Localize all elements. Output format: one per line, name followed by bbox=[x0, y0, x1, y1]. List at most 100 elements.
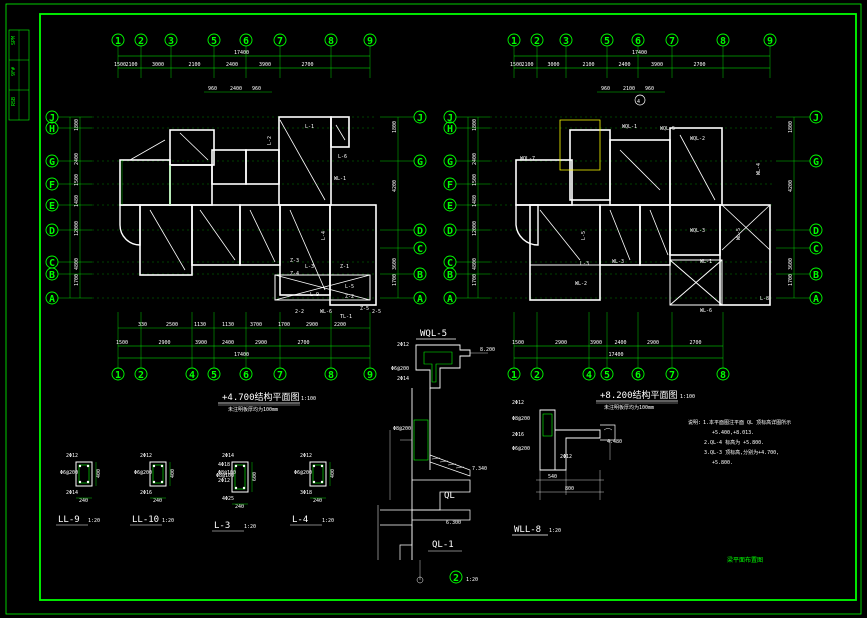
section-scale: 1:20 bbox=[162, 518, 174, 524]
axis-label-right: D bbox=[813, 226, 819, 237]
axis-label-left: E bbox=[447, 201, 453, 212]
wql5-rebar-3: 2Φ14 bbox=[397, 376, 409, 382]
axis-label-left: H bbox=[49, 124, 55, 135]
section-stirrup-label: Φ8@100 bbox=[216, 473, 234, 479]
dim-bottom: 2900 bbox=[647, 340, 659, 346]
dim-bottom: 2700 bbox=[690, 340, 702, 346]
axis-label-left: D bbox=[447, 226, 453, 237]
dim-bottom-1: 2200 bbox=[334, 322, 346, 328]
dim-right: 1700 bbox=[788, 274, 794, 286]
beam-label: WQL-7 bbox=[520, 156, 535, 162]
dim-top: 3900 bbox=[259, 62, 271, 68]
section-width: 240 bbox=[235, 504, 244, 510]
wall-room bbox=[329, 204, 377, 306]
axis-label-top: 8 bbox=[328, 36, 334, 47]
notes-line-2: +5.400,+8.013. bbox=[712, 430, 754, 436]
outer-frame bbox=[5, 3, 862, 615]
rebar-dot bbox=[160, 464, 164, 468]
beam-label: L-3 bbox=[305, 264, 314, 270]
dim-sub: 960 bbox=[601, 86, 610, 92]
section-top-rebar: 2Φ12 bbox=[300, 453, 312, 459]
axis-label-left: B bbox=[49, 270, 55, 281]
dim-top: 2100 bbox=[522, 62, 534, 68]
section-outline bbox=[149, 461, 167, 487]
dim-top: 2700 bbox=[302, 62, 314, 68]
wall-room bbox=[515, 159, 573, 206]
beam-label: WL-1 bbox=[334, 176, 346, 182]
dim-sub: 2400 bbox=[230, 86, 242, 92]
wll8-label: WLL-8 bbox=[514, 525, 541, 535]
wall-room bbox=[529, 204, 601, 301]
section-outline bbox=[231, 461, 249, 493]
right-caption-scale: 1:100 bbox=[680, 394, 695, 400]
wll8-rebar-5: 2Φ12 bbox=[560, 454, 572, 460]
dim-right: 3600 bbox=[392, 258, 398, 270]
axis-label-bottom: 7 bbox=[669, 370, 675, 381]
beam-label: L-8 bbox=[760, 296, 769, 302]
axis-label-right: B bbox=[813, 270, 819, 281]
rebar-dot bbox=[86, 480, 90, 484]
axis-label-top: 1 bbox=[115, 36, 121, 47]
notes-line-1: 1.本平面图注平面 QL 顶标高详图所示 bbox=[703, 419, 791, 426]
beam-label: TL-1 bbox=[340, 314, 352, 320]
axis-label-left: F bbox=[447, 180, 453, 191]
wll8-scale: 1:20 bbox=[549, 528, 561, 534]
axis-label-left: B bbox=[447, 270, 453, 281]
right-caption-note: 未注明板厚均为100mm bbox=[604, 404, 654, 411]
dim-top-total: 17400 bbox=[632, 50, 647, 56]
section-label: L-4 bbox=[292, 515, 308, 525]
rebar-dot bbox=[312, 464, 316, 468]
rebar-dot bbox=[86, 464, 90, 468]
dim-top: 2700 bbox=[694, 62, 706, 68]
dim-bottom-1: 330 bbox=[138, 322, 147, 328]
section-extra-label: 2Φ12 bbox=[218, 478, 230, 484]
slab-span bbox=[149, 209, 326, 291]
dim-top-total: 17400 bbox=[234, 50, 249, 56]
section-extra-label: 4Φ18 bbox=[218, 462, 230, 468]
section-stirrup-label: Φ6@200 bbox=[134, 470, 152, 476]
axis-label-right: D bbox=[417, 226, 423, 237]
section-stirrup bbox=[152, 464, 164, 484]
axis-label-top: 6 bbox=[243, 36, 249, 47]
section-top-rebar: 2Φ14 bbox=[222, 453, 234, 459]
wql5-rebar-2: Φ6@200 bbox=[391, 366, 409, 372]
axis-label-top: 5 bbox=[211, 36, 217, 47]
wql5-label: WQL-5 bbox=[420, 329, 447, 339]
dim-left: 1480 bbox=[74, 195, 80, 207]
beam-label: L-5 bbox=[581, 231, 587, 240]
wql5-ql1-label: QL-1 bbox=[432, 540, 454, 550]
dim-bottom: 2400 bbox=[615, 340, 627, 346]
dim-bottom-total: 17400 bbox=[234, 352, 249, 358]
dim-top: 3000 bbox=[548, 62, 560, 68]
axis-label-bottom: 8 bbox=[720, 370, 726, 381]
beam-label: WQL-3 bbox=[690, 228, 705, 234]
left-plan-caption: +4.700结构平面图 1:100 未注明板厚均为100mm bbox=[218, 391, 316, 413]
beam-label: Z-1 bbox=[340, 264, 349, 270]
rebar-dot bbox=[242, 464, 246, 468]
dim-top: 1500 bbox=[510, 62, 522, 68]
dim-top: 3000 bbox=[152, 62, 164, 68]
wql5-rebar-1: 2Φ12 bbox=[397, 342, 409, 348]
wll8-rebar-2: Φ8@200 bbox=[512, 416, 530, 422]
beam-label: L-2 bbox=[267, 136, 273, 145]
axis-label-top: 6 bbox=[635, 36, 641, 47]
axis-label-left: F bbox=[49, 180, 55, 191]
wll8-elev: 4.480 bbox=[607, 439, 622, 445]
section-label: LL-10 bbox=[132, 515, 159, 525]
axis-label-bottom: 6 bbox=[243, 370, 249, 381]
axis-label-left: G bbox=[49, 157, 55, 168]
section-scale: 1:20 bbox=[322, 518, 334, 524]
axis-label-bottom: 1 bbox=[115, 370, 121, 381]
dim-sub: 960 bbox=[252, 86, 261, 92]
right-caption-title: +8.200结构平面图 bbox=[600, 389, 678, 401]
dim-top: 2400 bbox=[619, 62, 631, 68]
dim-sub: 960 bbox=[208, 86, 217, 92]
dim-right: 4200 bbox=[788, 180, 794, 192]
roof-cross bbox=[669, 259, 723, 306]
dim-left: 4800 bbox=[472, 258, 478, 270]
beam-label: WL-2 bbox=[575, 281, 587, 287]
